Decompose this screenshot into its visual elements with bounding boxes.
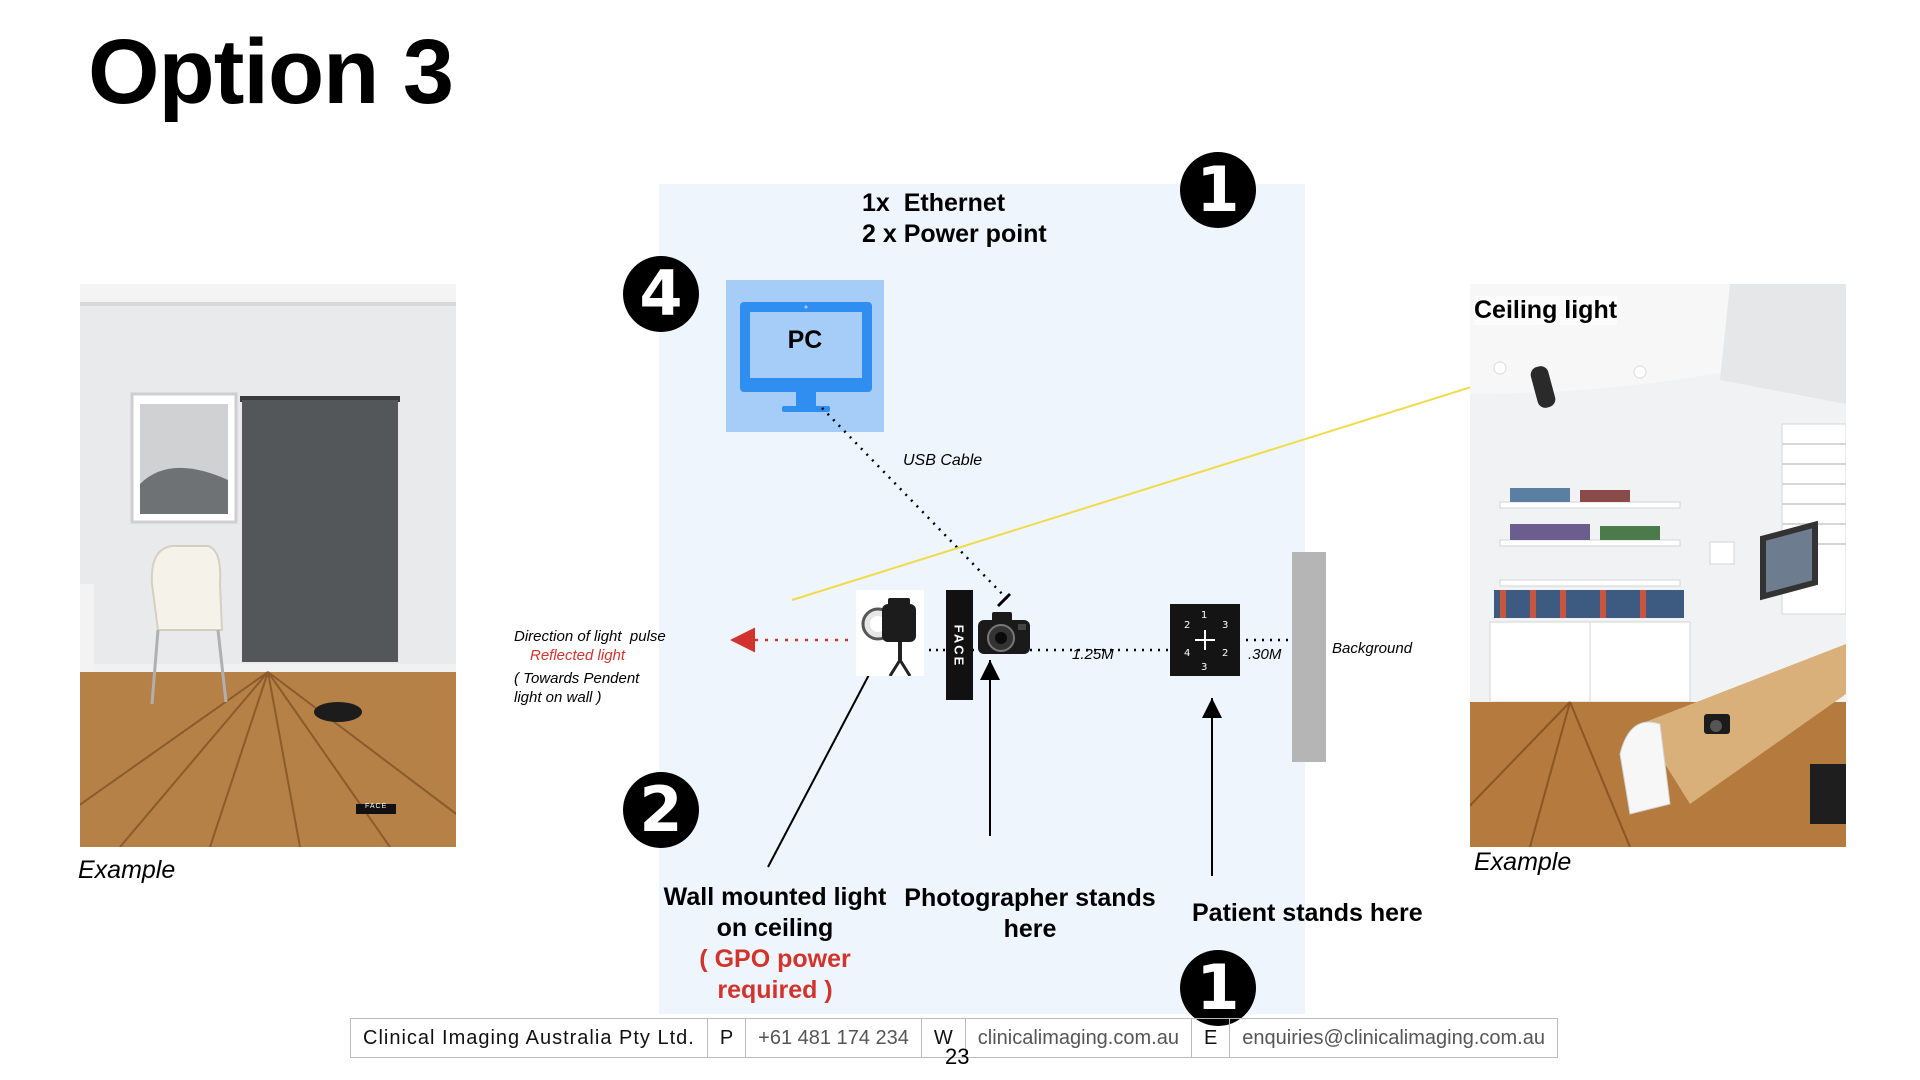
wall-light-line2: on ceiling [716,914,834,942]
marker-bottom: 1 [1180,950,1256,1026]
right-photo-caption: Example [1474,848,1572,876]
reflected-light-label: Reflected light [530,647,626,664]
svg-text:2: 2 [1184,620,1190,631]
right-example-photo: Ceiling light [1470,284,1846,847]
marker-pc: 4 [623,256,699,332]
monitor-icon [740,302,872,412]
left-photo-caption: Example [78,856,176,884]
camera-icon [978,612,1030,654]
footer-company: Clinical Imaging Australia Pty Ltd. [351,1019,708,1057]
light-direction-line1: Direction of light pulse [514,628,666,645]
photographer-callout: Photographer stands here [900,883,1160,945]
face-board: FACE [946,590,973,700]
slide-title: Option 3 [88,21,454,123]
light-direction-notes: Direction of light pulse Reflected light… [514,627,666,707]
usb-cable-label: USB Cable [903,452,983,469]
gpo-power-line1: ( GPO power [699,945,851,973]
contact-footer: Clinical Imaging Australia Pty Ltd. P +6… [350,1018,1558,1058]
footer-phone: +61 481 174 234 [746,1019,922,1057]
power-point-label: 2 x Power point [862,220,1047,248]
svg-text:2: 2 [1222,648,1228,659]
pc-label: PC [787,326,823,354]
ceiling-light-arrow [791,374,1501,601]
wall-light-line1: Wall mounted light [663,883,887,911]
ethernet-label: 1x Ethernet [862,189,1006,217]
footer-web-link[interactable]: clinicalimaging.com.au [966,1019,1192,1057]
photographer-line1: Photographer stands [904,884,1156,912]
light-callout-arrow [767,649,883,868]
svg-text:4: 4 [1184,648,1190,659]
background-panel [1292,552,1326,762]
background-label: Background [1332,640,1413,657]
usb-cable-line [821,407,1009,601]
light-direction-line3: ( Towards Pendent [514,670,640,687]
patient-callout: Patient stands here [1192,899,1423,927]
svg-text:1: 1 [1201,610,1207,621]
left-example-photo: FACE [80,284,456,847]
marker-top: 1 [1180,152,1256,228]
distance-patient-background: .30M [1248,646,1282,663]
svg-text:3: 3 [1222,620,1228,631]
svg-text:3: 3 [1201,662,1207,673]
network-requirements: 1x Ethernet 2 x Power point [862,188,1047,250]
page-number: 23 [945,1044,970,1069]
light-direction-line4: light on wall ) [514,689,602,706]
left-photo-floor-marker-text: FACE [365,803,388,810]
wall-light-callout: Wall mounted light on ceiling ( GPO powe… [660,882,890,1006]
footer-web-key: W [922,1019,966,1057]
face-board-label: FACE [951,624,967,668]
marker-light: 2 [623,772,699,848]
footer-phone-key: P [708,1019,747,1057]
footer-email-link[interactable]: enquiries@clinicalimaging.com.au [1242,1027,1545,1049]
usb-cable-end [996,592,1012,608]
photographer-line2: here [1003,915,1057,943]
pc-box: PC [726,280,884,432]
patient-floor-marker: 2 3 4 2 1 3 [1170,604,1240,676]
ceiling-light-label: Ceiling light [1474,296,1618,325]
distance-camera-patient: 1.25M [1072,646,1114,663]
footer-email-key: E [1192,1019,1231,1057]
gpo-power-line2: required ) [717,976,833,1004]
studio-light-icon [856,590,924,676]
